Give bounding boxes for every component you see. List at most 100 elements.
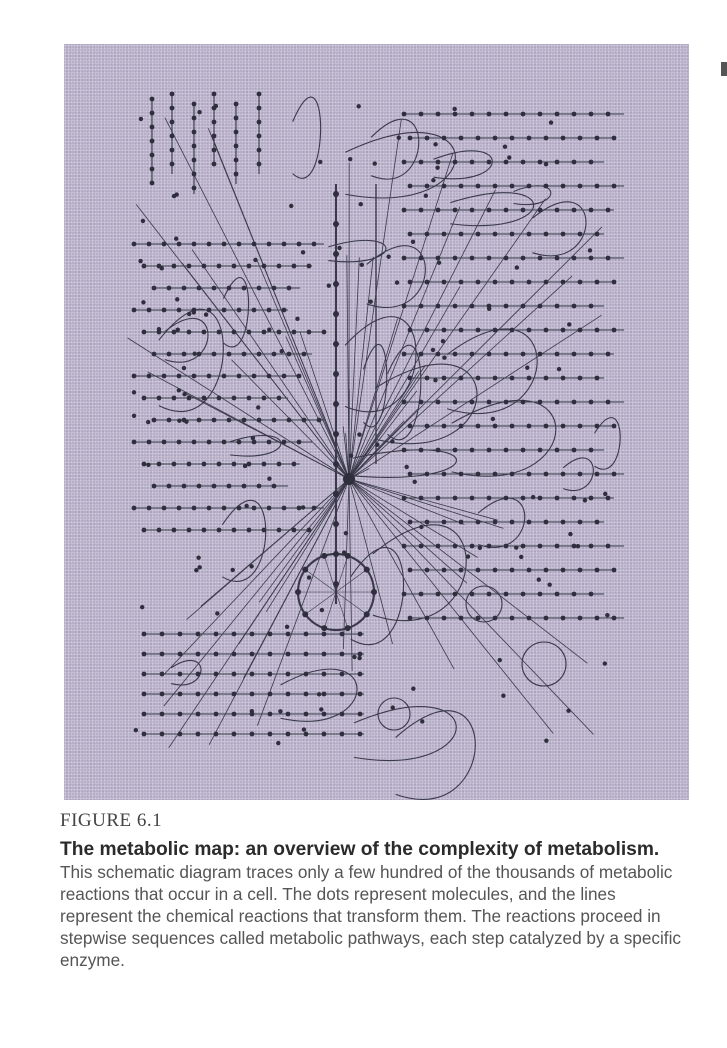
molecule-dot: [256, 147, 262, 153]
reaction-line: [305, 569, 337, 593]
molecule-dot: [407, 135, 413, 141]
molecule-dot: [249, 564, 254, 569]
reaction-line: [348, 257, 360, 480]
reaction-curve: [446, 328, 538, 415]
molecule-dot: [486, 255, 492, 261]
molecule-dot: [469, 111, 475, 117]
molecule-dot: [357, 651, 363, 657]
molecule-dot: [266, 307, 272, 313]
molecule-dot: [407, 615, 413, 621]
molecule-dot: [514, 545, 519, 550]
molecule-dot: [333, 311, 339, 317]
molecule-dot: [295, 316, 300, 321]
molecule-dot: [560, 615, 566, 621]
molecule-dot: [186, 461, 192, 467]
molecule-dot: [587, 248, 593, 253]
molecule-dot: [543, 471, 549, 477]
molecule-dot: [194, 568, 199, 573]
molecule-dot: [276, 395, 282, 401]
molecule-dot: [435, 399, 441, 405]
molecule-dot: [251, 373, 257, 379]
reaction-curve: [164, 317, 209, 363]
molecule-dot: [475, 519, 481, 525]
molecule-dot: [216, 461, 222, 467]
molecule-dot: [475, 423, 481, 429]
molecule-dot: [206, 307, 212, 313]
molecule-dot: [177, 711, 183, 717]
molecule-dot: [211, 161, 217, 167]
molecule-dot: [526, 471, 532, 477]
molecule-dot: [567, 322, 572, 327]
molecule-dot: [401, 447, 407, 453]
molecule-dot: [175, 297, 180, 302]
molecule-dot: [424, 471, 430, 477]
molecule-dot: [186, 263, 192, 269]
molecule-dot: [201, 263, 207, 269]
molecule-dot: [418, 447, 424, 453]
molecule-dot: [475, 135, 481, 141]
molecule-dot: [213, 103, 219, 109]
molecule-dot: [605, 543, 611, 549]
molecule-dot: [407, 471, 413, 477]
molecule-dot: [267, 731, 273, 737]
molecule-dot: [442, 355, 447, 360]
reaction-line: [285, 336, 350, 480]
reaction-curve: [513, 185, 552, 206]
molecule-dot: [276, 527, 282, 533]
reaction-curve: [562, 457, 594, 491]
molecule-dot: [256, 405, 261, 410]
molecule-dot: [469, 591, 475, 597]
molecule-dot: [176, 307, 182, 313]
molecule-dot: [418, 543, 424, 549]
molecule-dot: [503, 303, 509, 309]
molecule-dot: [441, 279, 447, 285]
reaction-curve: [344, 316, 417, 413]
molecule-dot: [588, 495, 594, 501]
molecule-dot: [333, 371, 339, 377]
molecule-dot: [554, 495, 560, 501]
molecule-dot: [286, 351, 292, 357]
molecule-dot: [230, 567, 235, 573]
reaction-curve: [372, 524, 467, 622]
molecule-dot: [486, 543, 492, 549]
molecule-dot: [441, 183, 447, 189]
molecule-dot: [251, 505, 257, 511]
molecule-dot: [571, 399, 577, 405]
molecule-dot: [435, 591, 441, 597]
molecule-dot: [321, 671, 327, 677]
metabolic-map-diagram: [127, 91, 624, 800]
molecule-dot: [281, 241, 287, 247]
reaction-line: [348, 478, 353, 672]
molecule-dot: [554, 447, 560, 453]
molecule-dot: [458, 471, 464, 477]
molecule-dot: [146, 462, 151, 468]
molecule-dot: [166, 483, 172, 489]
molecule-dot: [141, 671, 147, 677]
molecule-dot: [475, 327, 481, 333]
molecule-dot: [339, 631, 345, 637]
molecule-dot: [503, 591, 509, 597]
molecule-dot: [244, 503, 249, 509]
molecule-dot: [543, 567, 549, 573]
molecule-dot: [469, 255, 475, 261]
molecule-dot: [261, 527, 267, 533]
molecule-dot: [266, 439, 272, 445]
molecule-dot: [339, 691, 345, 697]
molecule-dot: [520, 543, 526, 549]
molecule-dot: [156, 326, 162, 332]
molecule-dot: [577, 327, 583, 333]
molecule-dot: [577, 279, 583, 285]
molecule-dot: [401, 303, 407, 309]
molecule-dot: [407, 375, 413, 381]
molecule-dot: [231, 711, 237, 717]
molecule-dot: [343, 473, 355, 485]
loop: [377, 697, 411, 731]
molecule-dot: [236, 439, 242, 445]
molecule-dot: [560, 135, 566, 141]
molecule-dot: [266, 505, 272, 511]
molecule-dot: [333, 401, 339, 407]
molecule-dot: [594, 375, 600, 381]
molecule-dot: [221, 307, 227, 313]
molecule-dot: [418, 591, 424, 597]
molecule-dot: [452, 447, 458, 453]
